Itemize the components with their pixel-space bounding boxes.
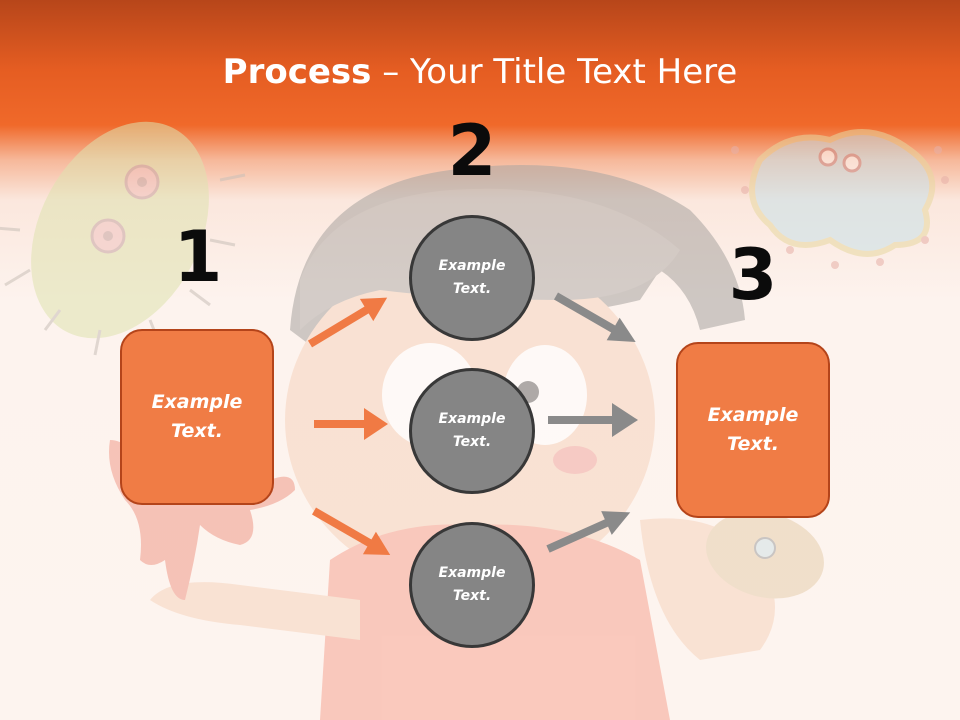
step-number-2: 2 [447,110,497,192]
step-2-circle-middle[interactable]: Example Text. [409,368,535,494]
step-2-circle-bottom[interactable]: Example Text. [409,522,535,648]
circle-text: Example Text. [438,565,506,604]
step-1-box[interactable]: Example Text. [120,329,274,505]
gray-arrow-down [554,292,636,342]
step-number-3: 3 [728,234,778,316]
title-bold-word: Process [222,52,372,92]
step-3-box[interactable]: Example Text. [676,342,830,518]
title-separator: – [371,52,411,92]
circle-text: Example Text. [438,258,506,297]
step-3-box-text: Example Text. [707,404,799,455]
orange-arrow-middle [314,408,388,440]
step-2-circle-top[interactable]: Example Text. [409,215,535,341]
gray-arrow-middle [548,403,638,437]
step-1-box-text: Example Text. [151,391,243,442]
orange-arrow-down [312,507,391,555]
step-number-1: 1 [173,216,223,298]
orange-arrow-up [307,297,388,348]
title-rest: Your Title Text Here [410,52,738,92]
blue-germ-image [731,129,949,269]
green-germ-image [0,121,246,356]
slide-title: Process – Your Title Text Here [0,52,960,92]
circle-text: Example Text. [438,411,506,450]
tan-germ-image [706,511,824,599]
gray-arrow-up [546,511,631,553]
